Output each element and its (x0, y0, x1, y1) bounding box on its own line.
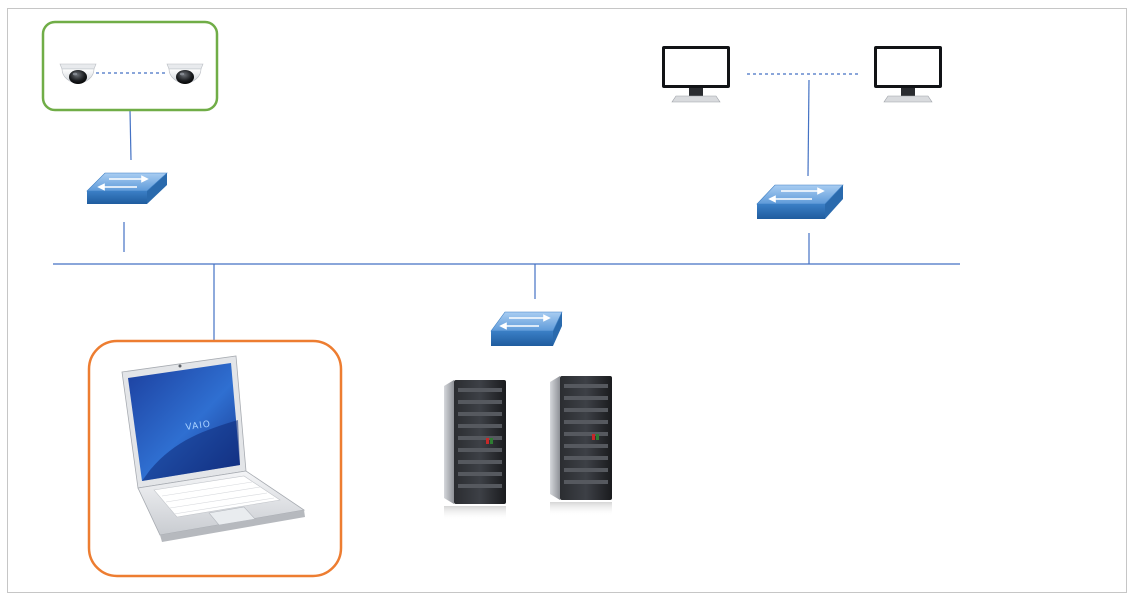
link-camera-group-to-switch (129, 109, 132, 161)
laptop-group-frame (87, 339, 343, 578)
camera-group-frame (41, 20, 219, 112)
dome-camera-icon (59, 63, 97, 84)
network-switch-icon (86, 172, 168, 204)
server-rack-icon (550, 376, 612, 516)
laptop-logo: VAIO (185, 420, 212, 433)
monitor-icon (662, 46, 730, 103)
dome-camera-icon (166, 63, 204, 84)
monitor-icon (874, 46, 942, 103)
network-links (53, 72, 960, 340)
link-monitors-to-switch-right (807, 79, 810, 177)
server-rack-icon (444, 380, 506, 520)
network-switch-icon (756, 184, 844, 219)
page-border (7, 8, 1127, 593)
network-switch-icon (490, 311, 563, 346)
laptop-icon: VAIO (121, 355, 306, 542)
